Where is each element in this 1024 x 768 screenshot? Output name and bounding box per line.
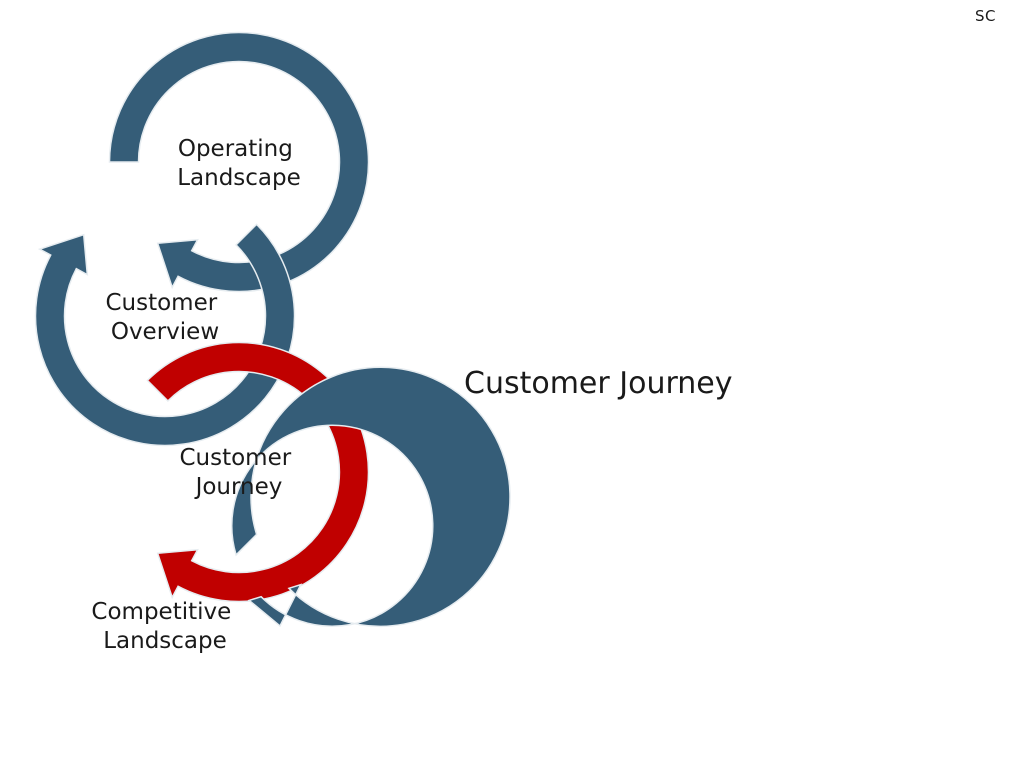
step-label-customer-overview: Customer Overview: [105, 290, 224, 345]
slide-title: Customer Journey: [464, 366, 733, 401]
step-label-competitive-landscape: Competitive Landscape: [91, 599, 238, 654]
step-label-operating-landscape: Operating Landscape: [177, 136, 301, 191]
cycle-labels: Operating Landscape Customer Overview Cu…: [91, 136, 300, 654]
cycle-arrows: [34, 31, 511, 628]
step-label-customer-journey: Customer Journey: [179, 445, 298, 500]
arrow-customer-overview: [34, 223, 296, 447]
arrow-competitive-landscape: [231, 366, 511, 628]
arrow-operating-landscape: [108, 31, 370, 293]
slide-corner-mark: SC: [975, 7, 996, 25]
